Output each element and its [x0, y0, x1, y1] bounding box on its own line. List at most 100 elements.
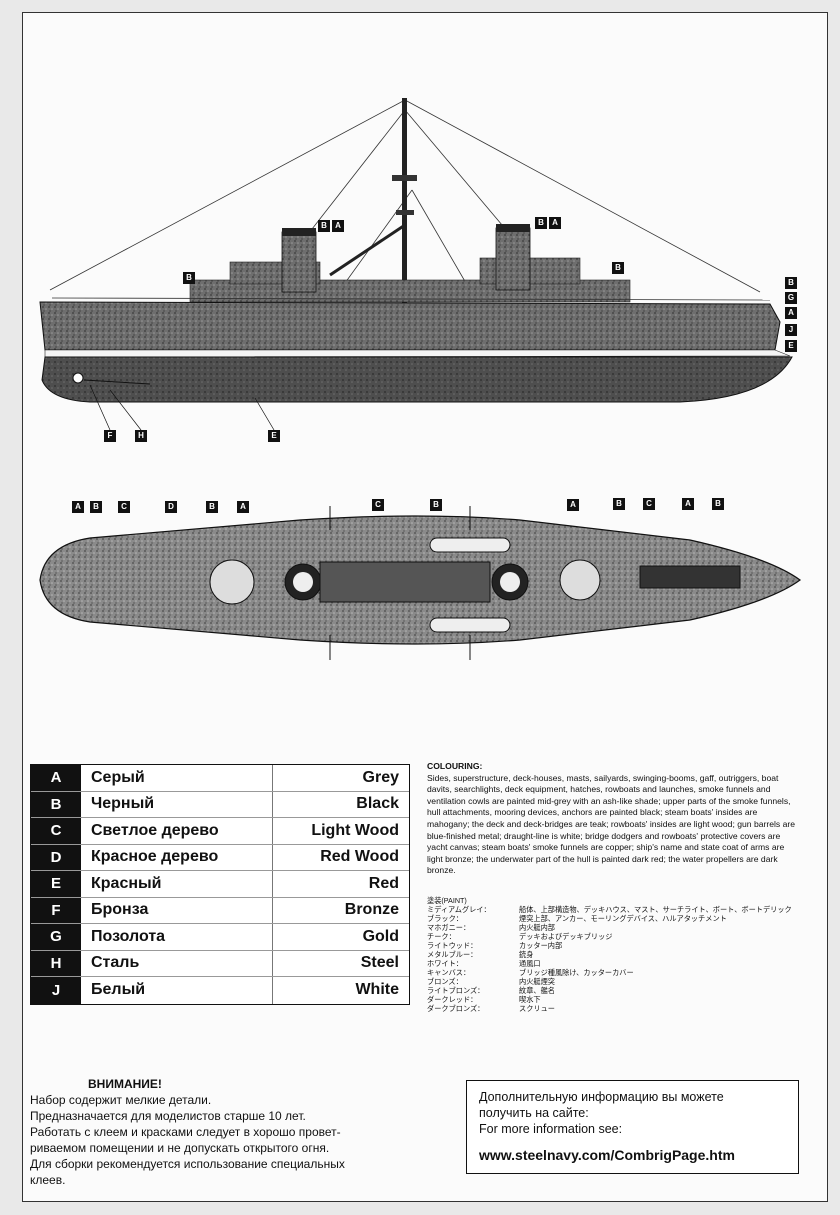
japanese-row: ダークレッド：喫水下	[427, 995, 817, 1004]
callout-top-a1: A	[72, 501, 84, 513]
colouring-text: Sides, superstructure, deck-houses, mast…	[427, 772, 796, 876]
japanese-parts: 内火艇内部	[519, 923, 555, 932]
colouring-notes: COLOURING: Sides, superstructure, deck-h…	[427, 761, 802, 877]
japanese-parts: スクリュー	[519, 1004, 555, 1013]
callout-side-b5: B	[785, 277, 797, 289]
ship-side-profile	[39, 98, 793, 431]
callout-side-e2: E	[268, 430, 280, 442]
callout-side-b2: B	[535, 217, 547, 229]
japanese-paint-title: 塗装(PAINT)	[427, 896, 467, 905]
warning-line: Для сборки рекомендуется использование с…	[30, 1157, 345, 1171]
callout-side-a2: A	[549, 217, 561, 229]
color-code: G	[31, 924, 81, 950]
callout-side-f: F	[104, 430, 116, 442]
japanese-row: キャンバス： ブリッジ種風除け、カッターカバー	[427, 968, 817, 977]
callout-side-b4: B	[612, 262, 624, 274]
color-name-en: Light Wood	[311, 821, 399, 839]
color-code: E	[31, 871, 81, 897]
japanese-paint-list: 塗装(PAINT) ミディアムグレイ： 船体、上部構造物、デッキハウス、マスト、サ…	[427, 896, 817, 1013]
japanese-parts: 内火艇煙突	[519, 977, 555, 986]
color-code: H	[31, 950, 81, 976]
warning-line: Работать с клеем и красками следует в хо…	[30, 1125, 341, 1139]
callout-side-a1: A	[332, 220, 344, 232]
info-text-ru-2: получить на сайте:	[479, 1106, 589, 1120]
color-name-ru: Красный	[81, 871, 273, 897]
japanese-parts: デッキおよびデッキブリッジ	[519, 932, 613, 941]
japanese-color: メタルブルー：	[427, 950, 478, 959]
color-name-ru: Белый	[81, 977, 273, 1004]
color-name-ru: Серый	[81, 765, 273, 791]
color-name-ru: Черный	[81, 791, 273, 817]
color-code: D	[31, 844, 81, 870]
japanese-parts: 銃身	[519, 950, 534, 959]
warning-notice: ВНИМАНИЕ! Набор содержит мелкие детали. …	[30, 1076, 430, 1188]
callout-top-a2: A	[237, 501, 249, 513]
japanese-row: ホワイト： 通風口	[427, 959, 817, 968]
info-text-en: For more information see:	[479, 1122, 623, 1136]
color-name-ru: Светлое дерево	[81, 818, 273, 844]
callout-side-g: G	[785, 292, 797, 304]
color-code: F	[31, 897, 81, 923]
callout-side-b1: B	[318, 220, 330, 232]
japanese-color: ブラック：	[427, 914, 463, 923]
japanese-color: ミディアムグレイ：	[427, 905, 491, 914]
japanese-row: ライトブロンズ：紋章、艦名	[427, 986, 817, 995]
japanese-parts: 船体、上部構造物、デッキハウス、マスト、サーチライト、ボート、ボートデリック	[519, 905, 792, 914]
japanese-row: ダークブロンズ： スクリュー	[427, 1004, 817, 1013]
japanese-parts: 煙突上部、アンカー、モーリングデバイス、ハルアタッチメント	[519, 914, 727, 923]
japanese-color: キャンバス：	[427, 968, 471, 977]
callout-top-a4: A	[682, 498, 694, 510]
warning-line: риваемом помещении и не допускать открыт…	[30, 1141, 330, 1155]
callout-side-a3: A	[785, 307, 797, 319]
japanese-row: メタルブルー： 銃身	[427, 950, 817, 959]
callout-top-c1: C	[118, 501, 130, 513]
color-name-en: Red Wood	[320, 848, 399, 866]
color-code: A	[31, 765, 81, 791]
callout-top-b1: B	[90, 501, 102, 513]
japanese-parts: 通風口	[519, 959, 541, 968]
japanese-color: チーク：	[427, 932, 456, 941]
japanese-parts: 紋章、艦名	[519, 986, 555, 995]
japanese-color: ダークブロンズ：	[427, 1004, 485, 1013]
website-link[interactable]: www.steelnavy.com/CombrigPage.htm	[479, 1147, 735, 1163]
japanese-color: ブロンズ：	[427, 977, 463, 986]
callout-side-h: H	[135, 430, 147, 442]
japanese-row: ミディアムグレイ： 船体、上部構造物、デッキハウス、マスト、サーチライト、ボート、…	[427, 905, 817, 914]
callout-top-b2: B	[206, 501, 218, 513]
callout-top-a3: A	[567, 499, 579, 511]
color-code: C	[31, 818, 81, 844]
color-name-en: Steel	[360, 954, 399, 972]
japanese-color: ホワイト：	[427, 959, 463, 968]
color-name-en: Red	[368, 874, 399, 892]
callout-top-b4: B	[613, 498, 625, 510]
japanese-parts: ブリッジ種風除け、カッターカバー	[519, 968, 634, 977]
color-name-en: Grey	[362, 768, 399, 786]
color-name-ru: Сталь	[81, 950, 273, 976]
japanese-row: ブラック： 煙突上部、アンカー、モーリングデバイス、ハルアタッチメント	[427, 914, 817, 923]
color-name-en: Black	[356, 795, 399, 813]
japanese-color: ライトウッド：	[427, 941, 478, 950]
color-code: J	[31, 977, 81, 1004]
ship-top-view	[39, 506, 802, 660]
callout-top-b5: B	[712, 498, 724, 510]
warning-line: клеев.	[30, 1173, 66, 1187]
color-name-ru: Позолота	[81, 924, 273, 950]
callout-side-j: J	[785, 324, 797, 336]
warning-line: Набор содержит мелкие детали.	[30, 1093, 212, 1107]
colouring-title: COLOURING:	[427, 761, 483, 771]
japanese-parts: カッター内部	[519, 941, 563, 950]
japanese-row: ブロンズ： 内火艇煙突	[427, 977, 817, 986]
callout-side-b3: B	[183, 272, 195, 284]
japanese-row: マホガニー：内火艇内部	[427, 923, 817, 932]
color-name-ru: Красное дерево	[81, 844, 273, 870]
japanese-row: チーク： デッキおよびデッキブリッジ	[427, 932, 817, 941]
callout-top-b3: B	[430, 499, 442, 511]
info-text-ru-1: Дополнительную информацию вы можете	[479, 1090, 724, 1104]
japanese-row: ライトウッド： カッター内部	[427, 941, 817, 950]
